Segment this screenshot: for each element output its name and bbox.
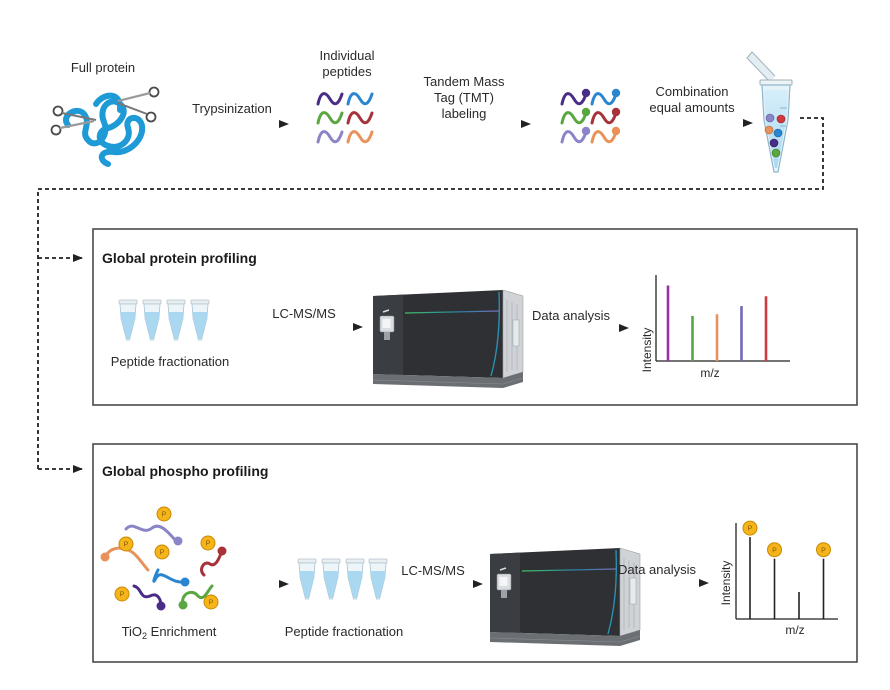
lcms-label: LC-MS/MS (272, 306, 336, 321)
peptide-icon (590, 130, 618, 144)
data-analysis-label: Data analysis (618, 562, 697, 577)
tmt-tag-icon (581, 88, 591, 98)
peptide-icon (346, 92, 374, 106)
enrichment-label: TiO2 Enrichment (122, 624, 217, 641)
phosphate-icon (118, 536, 134, 552)
data-analysis-label: Data analysis (532, 308, 611, 323)
peptide-icon (560, 130, 588, 144)
peptide-icon (316, 111, 344, 125)
tmt-tag-icon (611, 107, 621, 117)
peptide-icon (560, 92, 588, 106)
peptide-icon (316, 130, 344, 144)
full-protein-step: Full protein (50, 60, 160, 167)
phosphate-icon (816, 542, 831, 558)
lcms-arrow: LC-MS/MS (251, 306, 363, 331)
panel-title: Global phospho profiling (102, 463, 268, 479)
peptide-icon (560, 111, 588, 125)
y-axis-label: Intensity (719, 561, 733, 606)
phosphate-icon (200, 535, 216, 551)
phosphopeptide-icon (124, 506, 183, 546)
scissors-icon (117, 86, 160, 123)
dotted-connector (37, 117, 824, 473)
fractionation-label: Peptide fractionation (111, 354, 230, 369)
trypsinization-label: Trypsinization (192, 101, 272, 116)
peptide-icon (590, 111, 618, 125)
phosphate-icon (742, 520, 758, 536)
phosphopeptides-icon (100, 506, 227, 611)
scissors-icon (50, 105, 97, 136)
phosphate-icon (203, 594, 219, 610)
combination-label: Combination (656, 84, 729, 99)
lcms-arrow: LC-MS/MS (392, 563, 483, 588)
phosphopeptide-icon (100, 536, 150, 572)
individual-peptides-step: Individual peptides (316, 48, 375, 144)
global-protein-profiling-panel: Global protein profiling Peptide fractio… (92, 228, 858, 406)
peptide-icon (346, 111, 374, 125)
combination-label: equal amounts (649, 100, 735, 115)
tmt-tag-icon (611, 88, 621, 98)
data-analysis-arrow: Data analysis (515, 308, 629, 332)
tmt-tag-icon (581, 107, 591, 117)
phosphopeptide-icon (178, 584, 219, 610)
panel-title: Global protein profiling (102, 250, 257, 266)
peptide-icon (346, 130, 374, 144)
phosphopeptide-icon (152, 544, 190, 587)
phosphopeptide-icon (114, 584, 166, 611)
tmt-label: Tag (TMT) (434, 90, 494, 105)
y-axis-label: Intensity (640, 328, 654, 373)
individual-peptides-label: peptides (322, 64, 372, 79)
tmt-label: Tandem Mass (424, 74, 505, 89)
data-analysis-arrow: Data analysis (606, 562, 709, 587)
phosphate-icon (767, 542, 782, 558)
phosphate-icon (114, 586, 130, 602)
x-axis-label: m/z (785, 623, 804, 637)
global-phospho-profiling-panel: Global phospho profiling TiO2 Enrichment… (92, 443, 858, 663)
peptide-set-icon (316, 92, 374, 144)
combined-sample-tube-icon (746, 51, 793, 173)
spectrum-chart: Intensity m/z (640, 275, 790, 380)
phosphate-icon (154, 544, 170, 560)
tmt-tag-icon (581, 126, 591, 136)
phosphate-icon (156, 506, 172, 522)
phospho-spectrum-chart: Intensity m/z (719, 520, 838, 637)
tmt-arrow: Tandem Mass Tag (TMT) labeling (400, 74, 531, 128)
tmt-tag-icon (611, 126, 621, 136)
trypsinization-arrow: Trypsinization (178, 101, 289, 128)
peptide-icon (590, 92, 618, 106)
x-axis-label: m/z (700, 366, 719, 380)
individual-peptides-label: Individual (320, 48, 375, 63)
lcms-label: LC-MS/MS (401, 563, 465, 578)
fractionation-label: Peptide fractionation (285, 624, 404, 639)
combination-arrow: Combination equal amounts (633, 84, 753, 127)
phosphopeptide-icon (200, 535, 227, 577)
tmt-labeled-peptides-icon (560, 88, 621, 144)
peptide-icon (316, 92, 344, 106)
tmt-label: labeling (442, 106, 487, 121)
mass-spectrometer-icon (372, 289, 524, 389)
protein-icon (63, 92, 146, 167)
full-protein-label: Full protein (71, 60, 135, 75)
